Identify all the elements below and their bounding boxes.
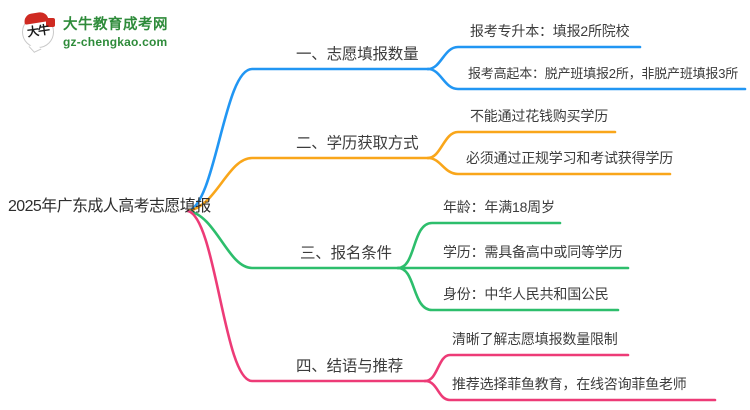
branch-2-lines <box>186 130 672 213</box>
branch-3-lines <box>186 209 630 312</box>
leaf-conclusion-2: 推荐选择菲鱼教育，在线咨询菲鱼老师 <box>452 376 687 392</box>
logo-bubble-icon: 大牛 <box>22 11 56 53</box>
root-node: 2025年广东成人高考志愿填报 <box>8 198 211 215</box>
leaf-volunteer-count-2: 报考高起本：脱产班填报2所，非脱产班填报3所 <box>468 66 739 81</box>
logo-title: 大牛教育成考网 <box>63 17 168 33</box>
logo-subtitle: gz-chengkao.com <box>63 35 168 49</box>
logo-red-seal <box>46 18 55 27</box>
leaf-requirement-identity: 身份：中华人民共和国公民 <box>443 286 609 302</box>
branch-3-label: 三、报名条件 <box>300 245 392 262</box>
branch-4-lines <box>186 209 717 402</box>
leaf-volunteer-count-1: 报考专升本：填报2所院校 <box>470 23 630 39</box>
branch-4-label: 四、结语与推荐 <box>296 358 404 375</box>
site-logo[interactable]: 大牛 大牛教育成考网 gz-chengkao.com <box>22 11 168 53</box>
leaf-requirement-education: 学历：需具备高中或同等学历 <box>443 244 623 260</box>
leaf-conclusion-1: 清晰了解志愿填报数量限制 <box>452 331 618 347</box>
logo-characters: 大牛 <box>26 22 50 40</box>
branch-1-label: 一、志愿填报数量 <box>296 46 419 63</box>
leaf-diploma-way-1: 不能通过花钱购买学历 <box>470 108 608 124</box>
leaf-diploma-way-2: 必须通过正规学习和考试获得学历 <box>466 150 673 166</box>
branch-2-label: 二、学历获取方式 <box>296 135 419 152</box>
branch-1-lines <box>186 45 747 213</box>
leaf-requirement-age: 年龄：年满18周岁 <box>443 199 555 215</box>
